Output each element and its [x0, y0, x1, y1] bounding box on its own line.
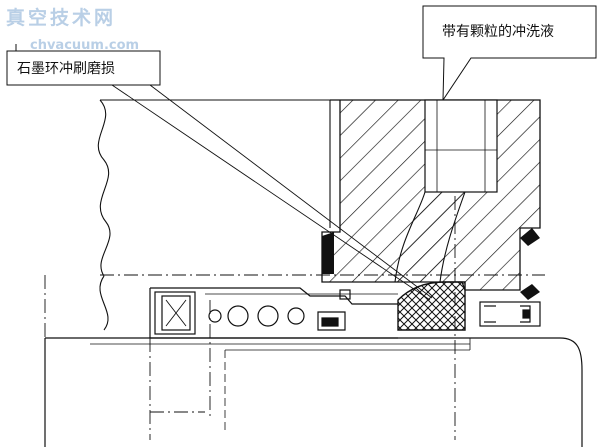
watermark-url: chvacuum.com	[30, 38, 139, 53]
stationary-seat	[479, 301, 541, 327]
shaft	[44, 337, 583, 447]
watermark-title: 真空技术网	[6, 6, 116, 29]
housing-break-line	[97, 99, 111, 331]
callout-left-label: 石墨环冲刷磨损	[17, 61, 115, 77]
rotating-seal-assembly	[149, 287, 398, 339]
gland-hatched-body	[321, 99, 541, 300]
watermark: 真空技术网 chvacuum.com	[6, 6, 139, 53]
callout-graphite-erosion: 石墨环冲刷磨损	[6, 44, 433, 301]
housing-outline	[100, 99, 331, 228]
callout-particle-flush: 带有颗粒的冲洗液	[422, 5, 597, 102]
graphite-ring	[397, 281, 466, 331]
callout-right-label: 带有颗粒的冲洗液	[442, 24, 554, 40]
